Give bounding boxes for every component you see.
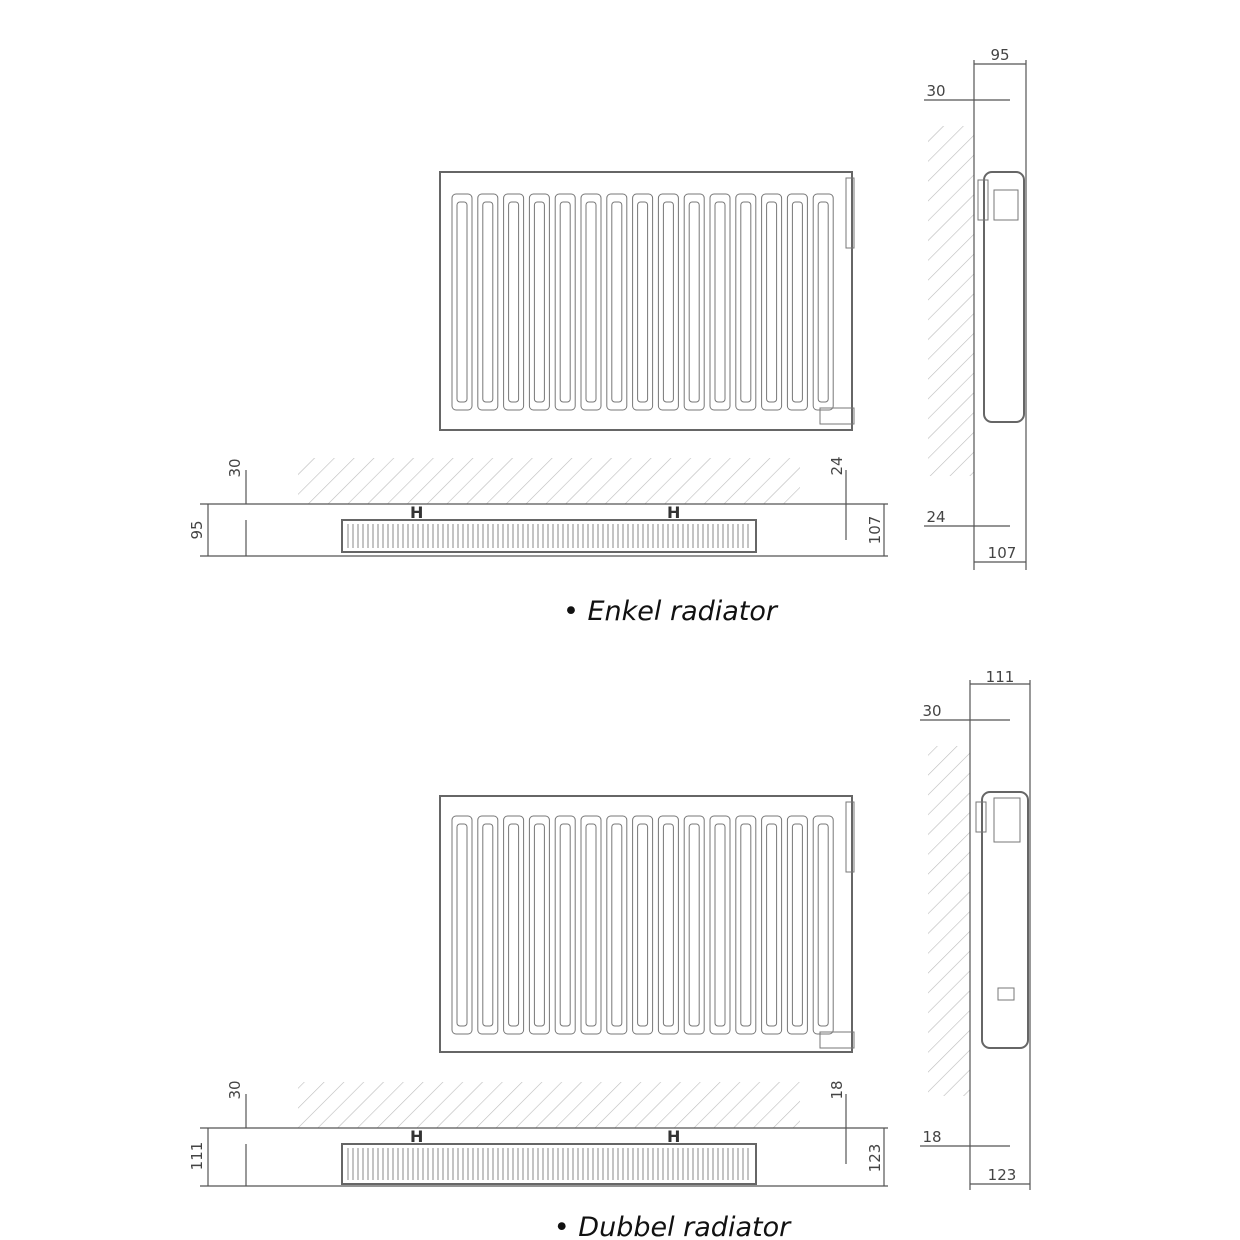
radiator-fin-inner [817,823,829,1027]
plan-right-gap: 18 [828,1080,846,1099]
radiator-fin [786,193,808,411]
radiator-fin [451,815,473,1035]
radiator-fin [451,193,473,411]
radiator-fin-inner [559,201,571,403]
radiator-fin-inner [740,201,752,403]
radiator-fin [735,815,757,1035]
plan-view-enkel: H H 95 30 24 107 [188,456,888,557]
radiator-fin [554,815,576,1035]
radiator-fin-inner [637,201,649,403]
svg-text:H: H [667,1127,680,1146]
radiator-fin [632,815,654,1035]
radiator-fin [503,193,525,411]
caption-dubbel: • Dubbel radiator [554,1212,792,1240]
side-top-gap: 30 [926,82,945,100]
plan-wall-gap: 30 [226,1080,244,1099]
svg-text:H: H [667,503,680,522]
radiator-fin [477,815,499,1035]
radiator-fin [657,193,679,411]
radiator-fin [606,193,628,411]
radiator-fin [503,815,525,1035]
radiator-fin-inner [791,823,803,1027]
radiator-fin-inner [791,201,803,403]
radiator-fin [554,193,576,411]
panel-enkel: H H 95 30 24 107 95 30 [188,46,1027,627]
radiator-fin-inner [714,823,726,1027]
plan-view-dubbel: H H 111 30 18 123 [188,1080,888,1187]
radiator-fin [683,815,705,1035]
radiator-fin-inner [817,201,829,403]
panel-dubbel: H H 111 30 18 123 111 30 [188,668,1031,1240]
radiator-fin-inner [714,201,726,403]
radiator-fin-inner [482,201,494,403]
side-bottom-width: 123 [988,1166,1017,1184]
side-top-width: 111 [986,668,1015,686]
radiator-fin-inner [559,823,571,1027]
radiator-fin [683,193,705,411]
radiator-fin [528,815,550,1035]
radiator-fin [786,815,808,1035]
side-top-gap: 30 [922,702,941,720]
svg-text:H: H [410,503,423,522]
radiator-fin-inner [740,823,752,1027]
radiator-fin [632,193,654,411]
radiator-fin-inner [456,201,468,403]
front-view-dubbel [439,795,855,1053]
radiator-fin [528,193,550,411]
side-bottom-gap: 18 [922,1128,941,1146]
radiator-fin-inner [611,823,623,1027]
plan-left-depth: 111 [188,1142,206,1171]
side-view-dubbel: 111 30 18 123 [920,668,1031,1190]
radiator-fin-inner [533,201,545,403]
radiator-fin [709,815,731,1035]
plan-right-gap: 24 [828,456,846,475]
radiator-fin-inner [662,201,674,403]
radiator-fin-inner [482,823,494,1027]
radiator-fin-inner [637,823,649,1027]
side-view-enkel: 95 30 24 107 [924,46,1027,570]
radiator-fin-inner [585,823,597,1027]
radiator-fin [580,193,602,411]
side-bottom-width: 107 [988,544,1017,562]
radiator-fin [735,193,757,411]
plan-right-depth: 123 [866,1144,884,1173]
radiator-fin [709,193,731,411]
radiator-fin [812,193,834,411]
front-view-enkel [439,171,855,431]
radiator-fin [580,815,602,1035]
caption-enkel: • Enkel radiator [563,596,779,627]
radiator-fin-inner [508,201,520,403]
plan-left-depth: 95 [188,520,206,539]
radiator-fin-inner [688,201,700,403]
radiator-fin-inner [611,201,623,403]
radiator-fin [761,193,783,411]
radiator-fin [657,815,679,1035]
side-top-width: 95 [990,46,1009,64]
svg-text:H: H [410,1127,423,1146]
radiator-fin [761,815,783,1035]
radiator-fin-inner [533,823,545,1027]
radiator-fin [812,815,834,1035]
radiator-fin-inner [662,823,674,1027]
radiator-fin-inner [585,201,597,403]
radiator-fin [606,815,628,1035]
radiator-fin-inner [688,823,700,1027]
radiator-fin-inner [456,823,468,1027]
plan-wall-gap: 30 [226,458,244,477]
plan-right-depth: 107 [866,516,884,545]
radiator-fin [477,193,499,411]
side-bottom-gap: 24 [926,508,945,526]
radiator-fin-inner [766,201,778,403]
radiator-fin-inner [766,823,778,1027]
radiator-fin-inner [508,823,520,1027]
